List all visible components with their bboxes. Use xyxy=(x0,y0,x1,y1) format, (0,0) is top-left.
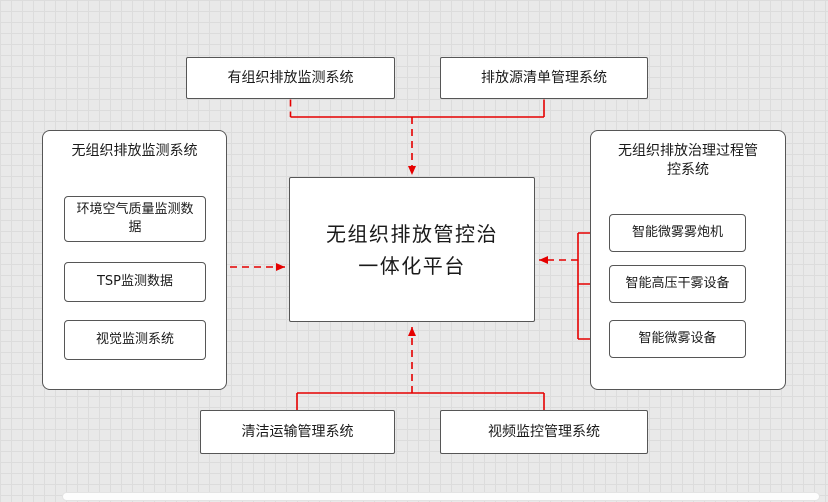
node-video-surveillance-management[interactable]: 视频监控管理系统 xyxy=(440,410,648,454)
node-label: 环境空气质量监测数据 xyxy=(76,202,194,235)
node-label: 视频监控管理系统 xyxy=(488,423,600,440)
node-label: 排放源清单管理系统 xyxy=(481,69,607,86)
node-label: TSP监测数据 xyxy=(96,274,174,290)
node-tsp-monitoring-data[interactable]: TSP监测数据 xyxy=(64,262,206,302)
node-label: 智能微雾雾炮机 xyxy=(631,225,723,241)
node-central-platform[interactable]: 无组织排放管控治 一体化平台 xyxy=(289,177,535,322)
node-air-quality-monitoring-data[interactable]: 环境空气质量监测数据 xyxy=(64,196,206,242)
node-smart-high-pressure-dry-fog-device[interactable]: 智能高压干雾设备 xyxy=(609,265,746,303)
node-clean-transport-management[interactable]: 清洁运输管理系统 xyxy=(200,410,395,454)
panel-title: 无组织排放治理过程管控系统 xyxy=(618,143,758,178)
node-label: 有组织排放监测系统 xyxy=(227,69,354,86)
node-smart-micro-fog-device[interactable]: 智能微雾设备 xyxy=(609,320,746,358)
horizontal-scrollbar-thumb[interactable] xyxy=(62,492,820,501)
node-visual-monitoring-system[interactable]: 视觉监测系统 xyxy=(64,320,206,360)
node-organized-emission-monitoring[interactable]: 有组织排放监测系统 xyxy=(186,57,395,99)
node-smart-fog-cannon[interactable]: 智能微雾雾炮机 xyxy=(609,214,746,252)
node-label-line2: 一体化平台 xyxy=(358,253,466,278)
node-label: 清洁运输管理系统 xyxy=(241,423,354,440)
panel-title: 无组织排放监测系统 xyxy=(71,143,198,159)
node-label: 智能高压干雾设备 xyxy=(625,276,730,292)
node-emission-source-inventory[interactable]: 排放源清单管理系统 xyxy=(440,57,648,99)
node-label: 智能微雾设备 xyxy=(638,331,717,347)
node-label-line1: 无组织排放管控治 xyxy=(326,221,498,246)
node-label: 视觉监测系统 xyxy=(95,332,174,348)
